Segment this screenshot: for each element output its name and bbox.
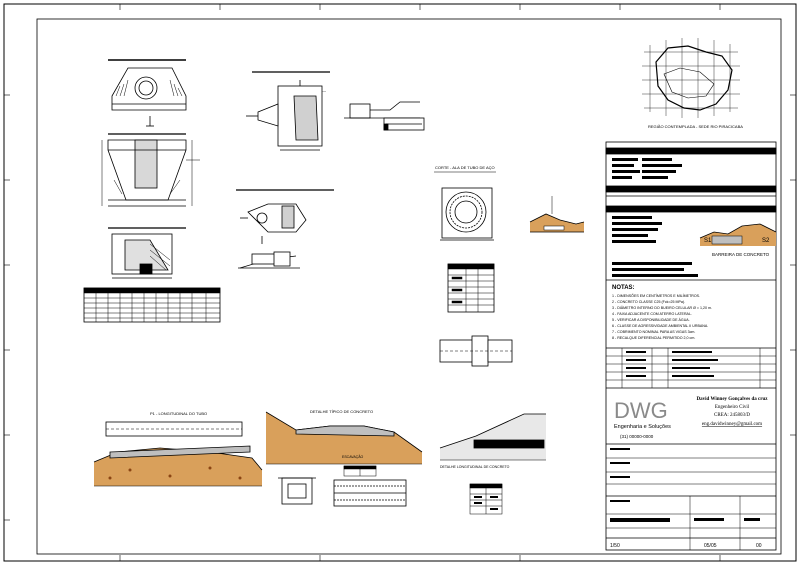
title-block: S2 S1 BARREIRA DE CONCRETO: [605, 141, 777, 551]
sheet-inner-border: [36, 18, 782, 555]
map-caption: REGIÃO CONTEMPLADA - SEDE RIO PIRACICABA: [648, 124, 743, 129]
bar-schedule-small: [469, 483, 503, 515]
sheet-number: 05/05: [704, 543, 717, 549]
title-block-rows: [606, 443, 776, 550]
svg-text:—: —: [322, 88, 326, 93]
longitudinal-profile: P1 - LONGITUDINAL DO TUBO: [93, 411, 263, 487]
company-subtitle: Engenharia e Soluções: [614, 424, 671, 430]
corrugated-section-title: CORTE - ALA DE TUBO DE AÇO: [435, 165, 495, 170]
excavation-label: ESCAVAÇÃO: [342, 454, 364, 459]
location-map: REGIÃO CONTEMPLADA - SEDE RIO PIRACICABA: [642, 38, 743, 129]
profile-label-s1: S1: [704, 238, 712, 244]
longitudinal-concrete-detail: DETALHE LONGITUDINAL DE CONCRETO: [439, 413, 546, 469]
headwall-front-view: [108, 59, 187, 127]
note-line: 4 - FAIXA ADJACENTE COM ATERRO LATERAL.: [612, 312, 692, 316]
scale-value: 1/50: [610, 543, 620, 549]
circular-pipe-section: CORTE - ALA DE TUBO DE AÇO: [434, 165, 496, 241]
note-line: 1 - DIMENSÕES EM CENTÍMETROS E MILÍMETRO…: [612, 293, 700, 298]
note-line: 2 - CONCRETO CLASSE C25 (Fck=25 MPa).: [612, 300, 685, 304]
note-line: 6 - CLASSE DE AGRESSIVIDADE AMBIENTAL II…: [612, 324, 708, 328]
note-line: 3 - DIÂMETRO INTERNO DO BUEIRO CELULAR Ø…: [612, 306, 712, 310]
reinforcement-strip-detail: [333, 479, 407, 507]
section-detail-title: DETALHE TÍPICO DE CONCRETO: [310, 409, 373, 414]
engineer-role: Engenheiro Civil: [715, 405, 750, 410]
inlet-profile-view: [238, 251, 300, 269]
company-logo: DWG: [614, 398, 668, 423]
longitudinal-detail-title: DETALHE LONGITUDINAL DE CONCRETO: [440, 465, 510, 469]
dimension-table-small: [343, 465, 377, 477]
profile-note: BARREIRA DE CONCRETO: [712, 252, 770, 257]
notes-title: NOTAS:: [612, 285, 635, 291]
note-line: 7 - COBRIMENTO NOMINAL PARA AS VIGAS 3cm…: [612, 330, 695, 334]
terrain-cross-section: [529, 196, 585, 233]
sheet-tick-marks: [4, 4, 796, 561]
notes-block: NOTAS: 1 - DIMENSÕES EM CENTÍMETROS E MI…: [612, 285, 712, 340]
revision-number: 00: [756, 543, 762, 549]
sheet-outer-border: [3, 3, 797, 562]
headwall-section-view: [108, 227, 186, 279]
profile-label-s2: S2: [762, 238, 770, 244]
note-line: 5 - VERIFICAR A DISPONIBILIDADE DE ÁGUA.: [612, 318, 690, 322]
inlet-section-view: [236, 189, 334, 244]
quantity-table: [83, 287, 221, 323]
profile-title: P1 - LONGITUDINAL DO TUBO: [150, 411, 207, 416]
pipe-outlet-profile: [344, 101, 425, 131]
headwall-plan-view: [101, 133, 200, 207]
revision-table: [606, 347, 776, 389]
engineer-name: David Winney Gonçalves da cruz: [697, 397, 769, 402]
rebar-schedule-table: [447, 263, 495, 313]
company-block: DWG Engenharia e Soluções (31) 00000-000…: [614, 397, 768, 439]
pipe-joint-detail: [439, 335, 513, 367]
typical-cross-section: DETALHE TÍPICO DE CONCRETO ESCAVAÇÃO: [265, 409, 423, 465]
engineer-email: eng.davidwinney@gmail.com: [702, 422, 762, 427]
company-phone: (31) 00000-0000: [620, 434, 654, 439]
note-line: 8 - RECALQUE DIFERENCIAL PERMITIDO 2,0 c…: [612, 336, 695, 340]
engineer-crea: CREA: 245803/D: [714, 413, 750, 418]
corrugated-pipe-section: —: [246, 71, 330, 151]
box-section-detail: [278, 477, 316, 505]
